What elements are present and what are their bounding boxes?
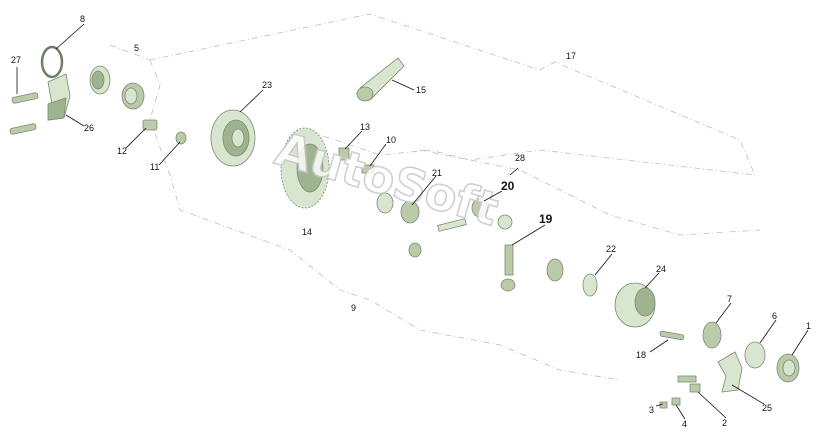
callout-5: 5: [134, 43, 139, 53]
part-23-ring-gear: [210, 109, 256, 167]
part-8-snap-ring: [40, 45, 64, 79]
housing-outline: [109, 13, 761, 381]
part-5-bearing-cone: [121, 82, 145, 110]
callout-25: 25: [762, 403, 772, 413]
callout-12: 12: [117, 146, 127, 156]
part-7-bearing-cone: [702, 321, 722, 349]
callout-21: 21: [432, 168, 442, 178]
callout-13: 13: [360, 122, 370, 132]
part-5-bearing-cup: [89, 65, 111, 95]
callout-14: 14: [302, 227, 312, 237]
part-22-washer: [546, 258, 598, 297]
part-24-diff-case: [614, 282, 656, 328]
part-11-nut: [175, 131, 187, 145]
part-26-bearing-cap: [47, 73, 71, 121]
part-1-bearing: [776, 353, 800, 383]
callout-4: 4: [682, 419, 687, 429]
callout-15: 15: [416, 85, 426, 95]
part-10-bolt: [361, 164, 375, 174]
part-27-bolts: [9, 92, 39, 135]
callout-27: 27: [11, 55, 21, 65]
callout-28: 28: [515, 153, 525, 163]
part-25-bearing-cap: [717, 351, 743, 393]
callout-11: 11: [150, 162, 159, 172]
callout-24: 24: [656, 264, 666, 274]
part-6-bearing-cup: [744, 341, 766, 369]
callout-17: 17: [566, 51, 576, 61]
part-14-crown-gear: [280, 127, 330, 209]
part-12-pinion-bolt: [142, 119, 158, 131]
part-2-4-3-small-parts: [659, 375, 701, 409]
part-19-cross-shaft: [437, 218, 516, 292]
callout-10: 10: [386, 135, 396, 145]
callout-26: 26: [84, 123, 94, 133]
part-18-bolt: [659, 330, 685, 341]
callout-18: 18: [636, 350, 646, 360]
callout-23: 23: [262, 80, 272, 90]
callout-1: 1: [806, 321, 811, 331]
leader-lines: [16, 23, 809, 420]
callout-2: 2: [722, 418, 727, 428]
callout-22: 22: [606, 244, 616, 254]
part-13-spacer: [338, 147, 350, 161]
callout-8: 8: [80, 14, 85, 24]
callout-labels: 8 27 5 26 12 11 23 15 17 13 10 28 21 20 …: [11, 14, 811, 429]
callout-19: 19: [539, 212, 553, 226]
callout-20: 20: [501, 179, 515, 193]
part-21-side-gear: [376, 192, 422, 258]
callout-7: 7: [727, 294, 732, 304]
callout-6: 6: [772, 311, 777, 321]
callout-3: 3: [649, 405, 654, 415]
part-20-pinion-gear: [471, 198, 513, 230]
callout-9: 9: [351, 303, 356, 313]
part-15-drive-pinion: [356, 57, 405, 102]
